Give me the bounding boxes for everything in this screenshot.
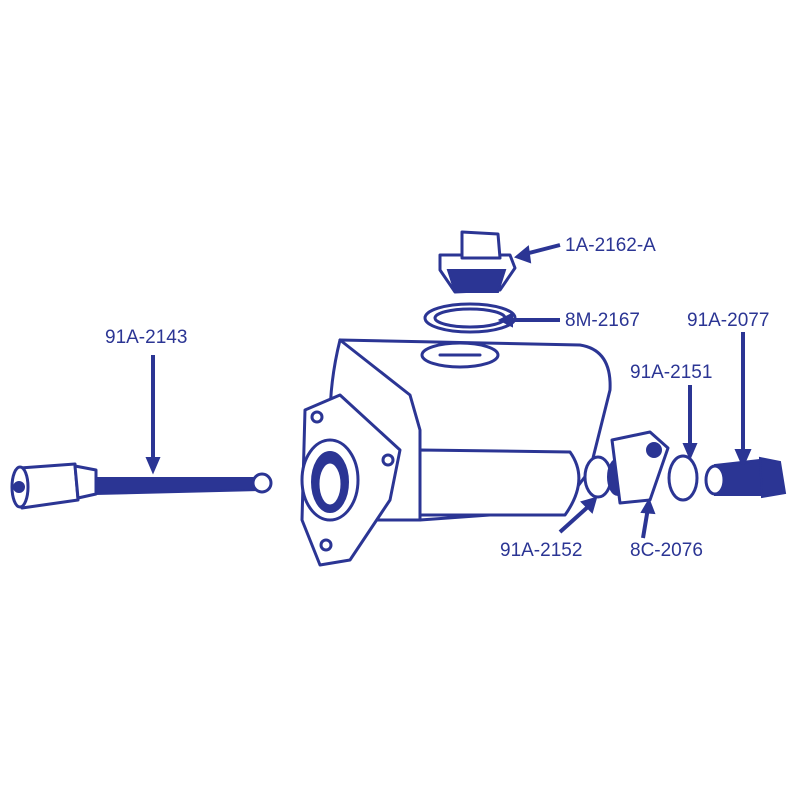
label-inner-gasket: 91A-2152 <box>500 540 583 561</box>
filler-plug-part <box>423 230 517 334</box>
label-outer-gasket: 91A-2151 <box>630 362 713 383</box>
label-plug-gasket: 8M-2167 <box>565 310 640 331</box>
label-outlet-fitting: 8C-2076 <box>630 540 703 561</box>
label-outlet-bolt: 91A-2077 <box>687 310 770 331</box>
master-cylinder-body <box>300 338 612 567</box>
label-push-rod: 91A-2143 <box>105 327 188 348</box>
outlet-parts <box>583 430 787 505</box>
leader-arrows <box>145 243 752 539</box>
label-filler-plug: 1A-2162-A <box>565 235 656 256</box>
push-rod-part <box>10 462 273 510</box>
